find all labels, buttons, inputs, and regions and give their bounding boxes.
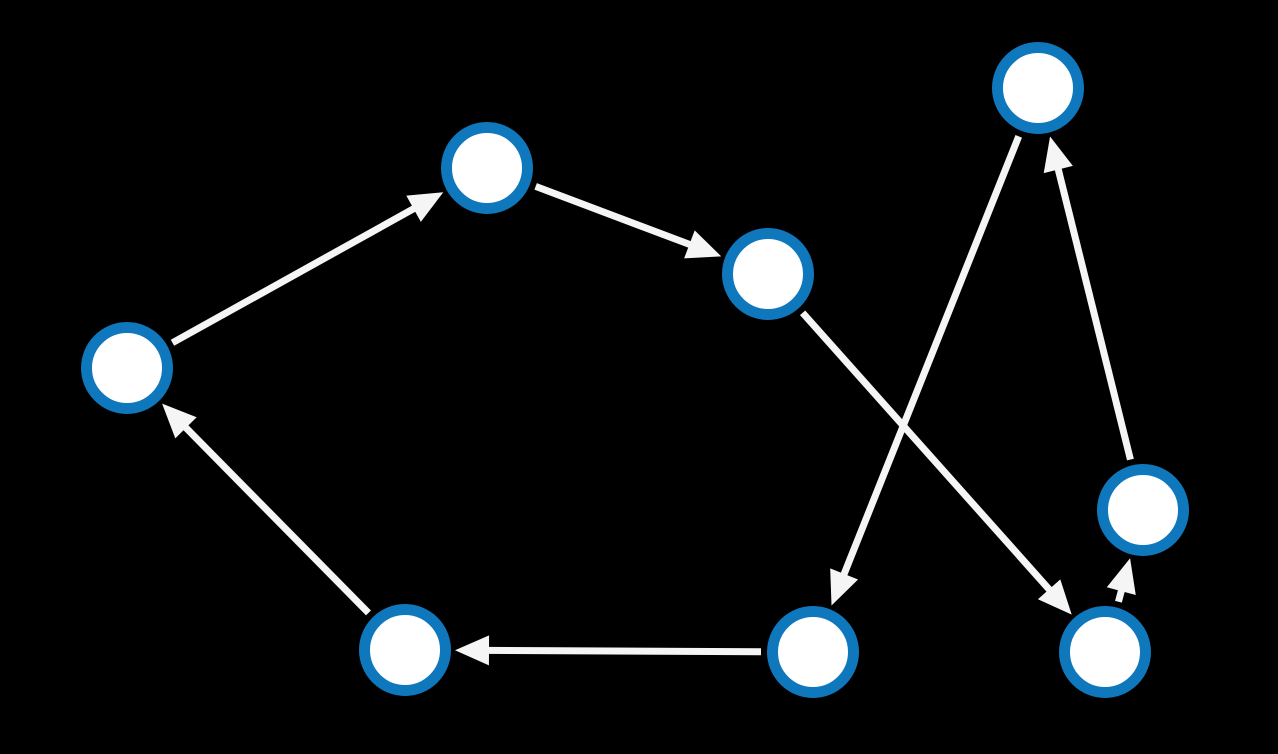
node-bottom-left[interactable] [359, 604, 451, 696]
node-left-circle[interactable] [81, 322, 173, 414]
edge-layer [162, 135, 1136, 666]
node-layer [81, 42, 1189, 698]
edge-bottom-right-to-right-middle-arrowhead [1106, 558, 1136, 596]
edge-left-to-top-left[interactable] [170, 203, 419, 346]
edge-top-left-to-upper-middle[interactable] [534, 183, 695, 250]
edge-top-right-to-bottom-center-arrowhead [830, 568, 859, 606]
node-bottom-center-circle[interactable] [767, 606, 859, 698]
edge-bottom-left-to-left[interactable] [180, 422, 371, 616]
edge-upper-middle-to-bottom-right[interactable] [799, 310, 1055, 595]
node-top-right-circle[interactable] [992, 42, 1084, 134]
edge-top-left-to-upper-middle-arrowhead [684, 230, 722, 259]
node-top-right[interactable] [992, 42, 1084, 134]
edge-bottom-left-to-left-arrowhead [162, 403, 197, 439]
node-bottom-right[interactable] [1059, 606, 1151, 698]
node-upper-middle[interactable] [722, 228, 814, 320]
node-top-left[interactable] [441, 122, 533, 214]
node-upper-middle-circle[interactable] [722, 228, 814, 320]
edge-right-middle-to-top-right-arrowhead [1043, 136, 1073, 174]
node-bottom-left-circle[interactable] [359, 604, 451, 696]
node-bottom-right-circle[interactable] [1059, 606, 1151, 698]
node-right-middle[interactable] [1097, 464, 1189, 556]
node-left[interactable] [81, 322, 173, 414]
node-right-middle-circle[interactable] [1097, 464, 1189, 556]
node-bottom-center[interactable] [767, 606, 859, 698]
edge-top-right-to-bottom-center[interactable] [839, 135, 1022, 579]
edge-upper-middle-to-bottom-right-arrowhead [1037, 579, 1072, 615]
edge-right-middle-to-top-right[interactable] [1053, 164, 1134, 461]
edge-left-to-top-left-arrowhead [406, 192, 444, 222]
node-top-left-circle[interactable] [441, 122, 533, 214]
edge-bottom-center-to-bottom-left-arrowhead [454, 635, 490, 666]
edge-bottom-center-to-bottom-left[interactable] [484, 646, 762, 656]
